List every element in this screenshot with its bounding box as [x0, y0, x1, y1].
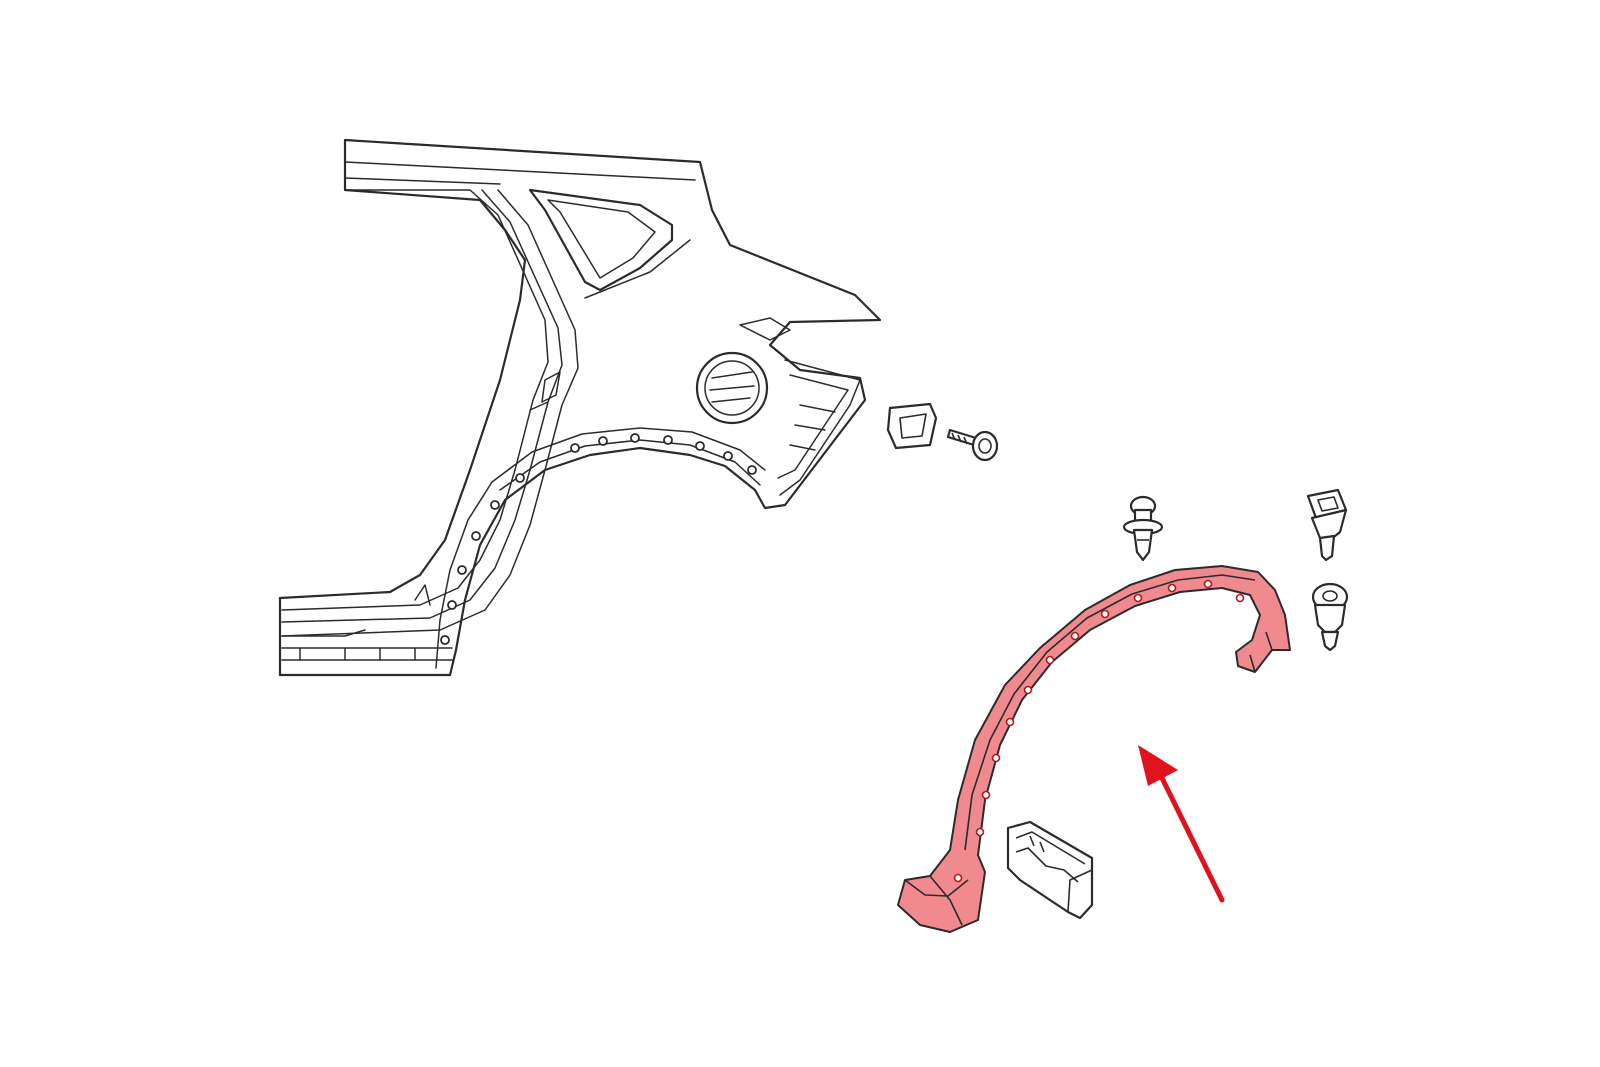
arrow-icon: [1138, 745, 1225, 903]
square-retainer-clip: [1306, 488, 1348, 562]
screw: [946, 428, 999, 462]
fuel-door-housing: [695, 351, 769, 425]
quarter-panel: [278, 138, 882, 677]
round-retainer-clip: [1311, 582, 1349, 652]
mud-flap: [1006, 820, 1094, 920]
clip-bracket: [886, 402, 938, 450]
push-pin-clip: [1122, 495, 1164, 562]
wheel-arch-molding: [897, 565, 1291, 933]
